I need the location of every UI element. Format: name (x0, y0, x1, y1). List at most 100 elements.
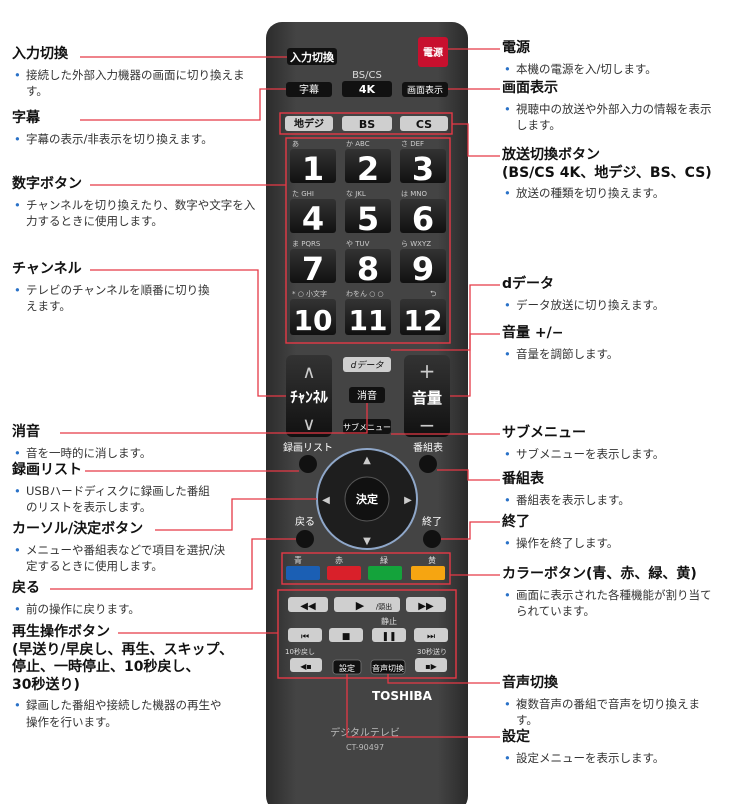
annotation-guide: 番組表 番組表を表示します。 (502, 471, 724, 508)
num-key[interactable]: さ DEF 3 (400, 140, 446, 188)
num-key[interactable]: た GHI 4 (290, 190, 336, 238)
num-key[interactable]: や TUV 8 (345, 240, 391, 288)
svg-text:か ABC: か ABC (346, 140, 370, 148)
fastforward-button[interactable] (406, 597, 446, 612)
bscs4k-button[interactable] (342, 81, 392, 97)
blue-button[interactable] (286, 566, 320, 580)
replay10-button[interactable] (290, 658, 322, 672)
annotation-desc: テレビのチャンネルを順番に切り換えます。 (12, 282, 221, 315)
display-button[interactable] (402, 82, 448, 97)
num-key[interactable]: あ 1 (290, 140, 336, 188)
input-button[interactable] (287, 48, 337, 65)
annotation-title: カーソル/決定ボタン (12, 521, 144, 537)
playback-frame (277, 589, 457, 679)
annotation-ddata: dデータ データ放送に切り換えます。 (502, 276, 724, 313)
next-icon: ⏭ (427, 632, 435, 642)
num-key-label: 8 (357, 250, 379, 288)
annotation-desc: 音を一時的に消します。 (12, 445, 270, 462)
volume-up-icon: + (419, 359, 436, 383)
annotation-desc: 視聴中の放送や外部入力の情報を表示します。 (502, 101, 721, 134)
play-button[interactable] (334, 597, 400, 612)
subtitle-button[interactable] (286, 82, 332, 97)
leader-audio (387, 674, 500, 684)
terrestrial-button-label: 地デジ (294, 117, 324, 130)
rewind-icon: ◀◀ (300, 601, 316, 612)
volume-down-icon: − (419, 413, 436, 437)
num-key[interactable]: な JKL 5 (345, 190, 391, 238)
green-button[interactable] (368, 566, 402, 580)
mute-button[interactable] (349, 387, 385, 403)
cs-button-label: CS (416, 118, 432, 131)
leader-lines (50, 48, 500, 738)
annotation-title: 再生操作ボタン (12, 624, 110, 640)
annotation-title: 入力切換 (12, 46, 68, 62)
num-key-label: 2 (357, 150, 379, 188)
power-button[interactable] (418, 37, 448, 67)
annotation-title: 音量 +/− (502, 325, 564, 341)
svg-text:* ○ 小文字: * ○ 小文字 (292, 289, 327, 298)
rewind-button[interactable] (288, 597, 328, 612)
bs-button[interactable] (342, 116, 392, 131)
skip30-icon: ▪▶ (425, 662, 437, 671)
annotation-title: カラーボタン(青、赤、緑、黄) (502, 566, 697, 582)
annotation-display: 画面表示 視聴中の放送や外部入力の情報を表示します。 (502, 80, 724, 134)
num-key[interactable]: わをん ○ ○ 11 (345, 290, 391, 337)
pause-label: 静止 (381, 616, 397, 626)
yellow-button[interactable] (411, 566, 445, 580)
num-key-label: 10 (294, 304, 333, 337)
play-icon: ▶ (356, 599, 365, 612)
ddata-button[interactable] (343, 357, 391, 372)
leader-cursor (155, 498, 317, 531)
annotation-title: 字幕 (12, 110, 40, 126)
annotation-desc: サブメニューを表示します。 (502, 446, 724, 463)
annotation-desc: 録画した番組や接続した機器の再生や操作を行います。 (12, 697, 226, 730)
leader-mute (60, 403, 368, 434)
brand-logo: TOSHIBA (372, 689, 433, 703)
leader-volume (450, 333, 500, 397)
arrow-down-icon: ▼ (363, 536, 371, 547)
exit-label: 終了 (422, 515, 442, 528)
channel-rocker[interactable] (286, 355, 332, 437)
num-key[interactable]: * ○ 小文字 10 (290, 289, 336, 337)
num-key[interactable]: か ABC 2 (345, 140, 391, 188)
next-button[interactable] (414, 628, 448, 642)
numpad-frame (285, 137, 451, 344)
annotation-power: 電源 本機の電源を入/切します。 (502, 40, 724, 77)
skip30-button[interactable] (415, 658, 447, 672)
exit-button[interactable] (423, 530, 441, 548)
stop-button[interactable] (329, 628, 363, 642)
recorded-button[interactable] (299, 455, 317, 473)
pause-button[interactable] (372, 628, 406, 642)
annotation-exit: 終了 操作を終了します。 (502, 514, 724, 551)
pause-icon: ❚❚ (381, 632, 396, 642)
leader-channel (90, 269, 286, 397)
annotation-title: チャンネル (12, 261, 82, 277)
num-key[interactable]: は MNO 6 (400, 190, 446, 238)
terrestrial-button[interactable] (285, 116, 333, 131)
svg-text:⮌: ⮌ (430, 289, 436, 298)
num-key[interactable]: ⮌ 12 (400, 289, 446, 337)
num-key-label: 1 (302, 150, 324, 188)
leader-back (50, 538, 296, 590)
annotation-title: 戻る (12, 580, 40, 596)
red-button[interactable] (327, 566, 361, 580)
num-key[interactable]: ま PQRS 7 (290, 240, 336, 288)
num-key[interactable]: ら WXYZ 9 (400, 240, 446, 288)
guide-button[interactable] (419, 455, 437, 473)
power-button-label: 電源 (423, 46, 443, 59)
ddata-button-label: dデータ (351, 360, 385, 371)
annotation-back: 戻る 前の操作に戻ります。 (12, 580, 270, 617)
volume-rocker[interactable] (404, 355, 450, 437)
svg-text:ま PQRS: ま PQRS (292, 240, 321, 248)
prev-button[interactable] (288, 628, 322, 642)
dpad-center-button[interactable] (344, 476, 390, 522)
annotation-title: 音声切換 (502, 675, 558, 691)
svg-text:た GHI: た GHI (292, 190, 314, 198)
annotation-title: 消音 (12, 424, 40, 440)
cs-button[interactable] (400, 116, 448, 131)
back-button[interactable] (296, 530, 314, 548)
dpad-center-label: 決定 (356, 492, 378, 506)
annotation-cursor: カーソル/決定ボタン メニューや番組表などで項目を選択/決定するときに使用します… (12, 521, 270, 575)
bscs-label: BS/CS (352, 70, 382, 81)
arrow-up-icon: ▲ (363, 455, 371, 466)
